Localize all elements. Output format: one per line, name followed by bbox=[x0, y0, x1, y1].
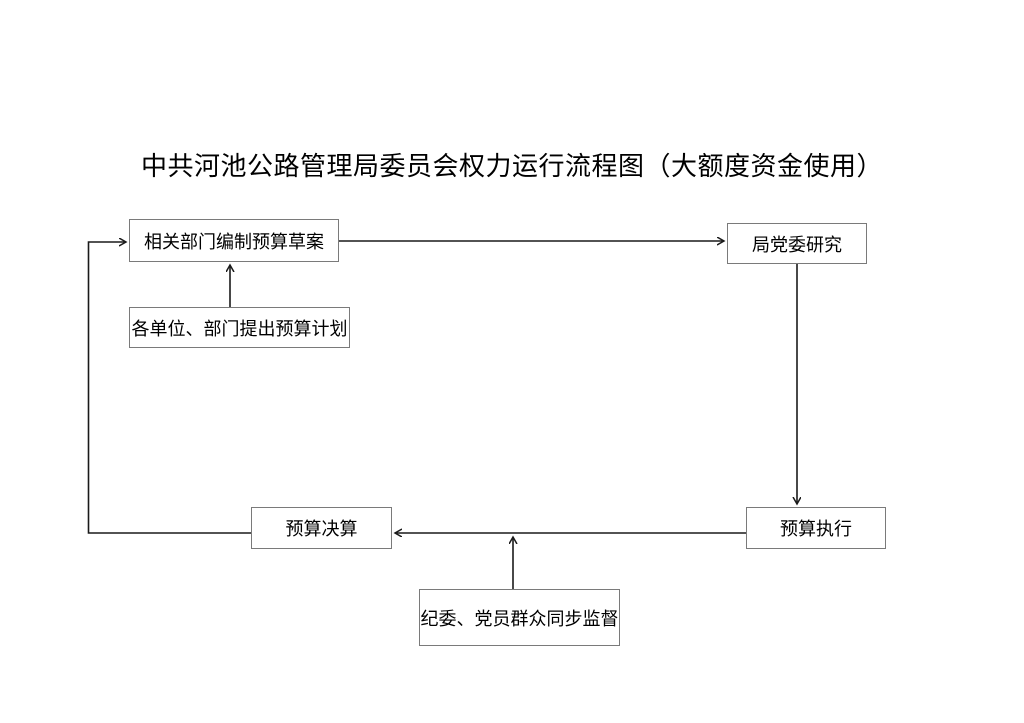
node-party-committee-research: 局党委研究 bbox=[727, 223, 867, 264]
flowchart-title: 中共河池公路管理局委员会权力运行流程图（大额度资金使用） bbox=[140, 152, 883, 181]
node-budget-execution: 预算执行 bbox=[746, 507, 886, 549]
node-budget-final-accounts: 预算决算 bbox=[251, 507, 392, 549]
node-unit-budget-plans: 各单位、部门提出预算计划 bbox=[129, 307, 350, 348]
arrow-final-to-draft-feedback bbox=[87, 242, 251, 534]
node-synchronous-supervision: 纪委、党员群众同步监督 bbox=[419, 589, 620, 646]
node-draft-budget: 相关部门编制预算草案 bbox=[129, 219, 339, 262]
